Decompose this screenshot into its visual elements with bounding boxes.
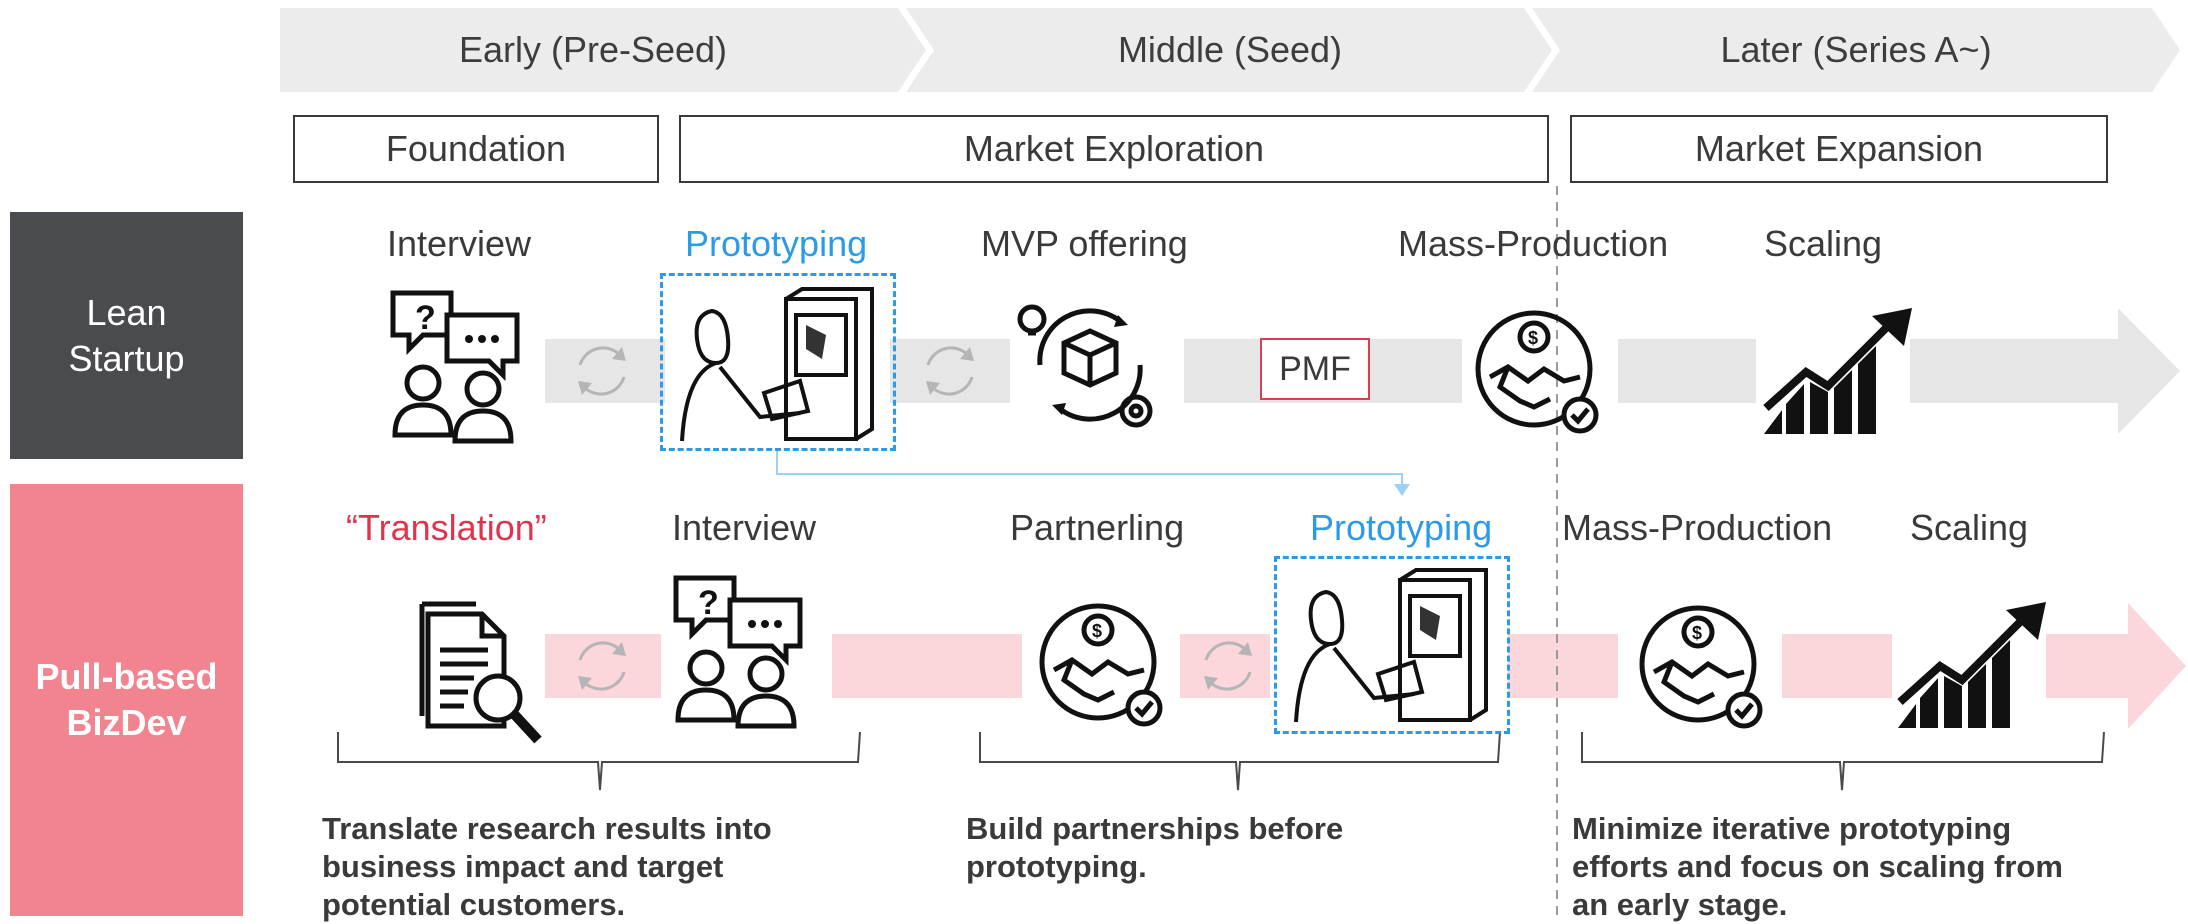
svg-text:?: ?	[698, 584, 719, 622]
stage-chevron-later	[1532, 8, 2180, 92]
summary-later-line: Minimize iterative prototyping	[1572, 811, 2012, 846]
svg-text:?: ?	[415, 299, 436, 337]
cycle-icon	[578, 346, 626, 396]
row-label-lean-line2: Startup	[68, 337, 185, 379]
cycle-icon	[578, 641, 626, 691]
pull-band-segment	[1508, 634, 1618, 698]
pull-band-segment	[832, 634, 1022, 698]
pull-step-partnering: Partnerling	[1010, 507, 1185, 548]
lean-step-mvp: MVP offering	[981, 223, 1188, 264]
stage-chevrons	[280, 8, 2180, 92]
pull-step-mass-production: Mass-Production	[1562, 507, 1833, 548]
summary-early-line: business impact and target	[322, 849, 724, 884]
scaling-chart-icon	[1763, 308, 1912, 434]
svg-text:$: $	[1528, 328, 1538, 348]
mvp-offering-icon	[1017, 304, 1153, 428]
svg-text:$: $	[1692, 623, 1702, 643]
row-label-pull-line2: BizDev	[66, 702, 187, 743]
lean-band-segment	[890, 339, 1010, 403]
summary-later: Minimize iterative prototyping efforts a…	[1572, 810, 2063, 924]
stage-label-early: Early (Pre-Seed)	[458, 29, 728, 70]
prototyping-shift-connector	[776, 450, 1403, 490]
summary-middle: Build partnerships before prototyping.	[966, 810, 1343, 886]
lean-step-interview: Interview	[387, 223, 532, 264]
pull-band-segment	[1782, 634, 1892, 698]
stage-label-later: Later (Series A~)	[1720, 29, 1992, 70]
handshake-icon: $	[1039, 603, 1163, 727]
pull-band-arrow	[2046, 603, 2186, 729]
pmf-badge: PMF	[1260, 338, 1370, 400]
summary-later-line: an early stage.	[1572, 887, 1788, 922]
summary-early-line: potential customers.	[322, 887, 626, 922]
pull-band-segment	[545, 634, 661, 698]
scaling-chart-icon	[1897, 602, 2046, 728]
prototyping-icon	[1294, 568, 1488, 723]
summary-early: Translate research results into business…	[322, 810, 772, 924]
lean-step-scaling: Scaling	[1764, 223, 1883, 264]
svg-text:$: $	[1092, 621, 1102, 641]
lean-band-segment	[1618, 339, 1756, 403]
handshake-icon: $	[1475, 310, 1599, 434]
summary-early-line: Translate research results into	[322, 811, 772, 846]
interview-icon: ?	[673, 575, 803, 729]
summary-later-line: efforts and focus on scaling from	[1572, 849, 2063, 884]
pull-step-prototyping: Prototyping	[1310, 507, 1493, 548]
brace-later	[1581, 731, 2105, 791]
stage-chevron-early	[280, 8, 926, 92]
lean-step-mass-production: Mass-Production	[1398, 223, 1669, 264]
pmf-label: PMF	[1279, 349, 1351, 388]
pull-step-interview: Interview	[672, 507, 817, 548]
row-label-lean-line1: Lean	[86, 291, 167, 333]
pull-step-translation: “Translation”	[346, 507, 547, 548]
prototyping-icon	[680, 287, 874, 442]
phase-foundation: Foundation	[293, 115, 659, 183]
document-search-icon	[419, 601, 542, 744]
prototyping-shift-arrowhead	[1394, 484, 1410, 496]
lean-step-prototyping: Prototyping	[685, 223, 868, 264]
cycle-icon	[926, 346, 974, 396]
brace-middle	[979, 731, 1501, 791]
brace-early	[337, 731, 861, 791]
phase-market-exploration: Market Exploration	[679, 115, 1549, 183]
row-label-pull-line1: Pull-based	[35, 656, 218, 697]
summary-middle-line: Build partnerships before	[966, 811, 1344, 846]
lean-band-arrow	[1910, 308, 2180, 434]
interview-icon: ?	[390, 290, 520, 444]
cycle-icon	[1204, 641, 1252, 691]
pull-prototyping-highlight	[1274, 556, 1510, 734]
pull-step-scaling: Scaling	[1910, 507, 2029, 548]
lean-prototyping-highlight	[660, 273, 896, 451]
handshake-icon: $	[1639, 605, 1763, 729]
stage-label-middle: Middle (Seed)	[1117, 29, 1343, 70]
summary-middle-line: prototyping.	[966, 849, 1147, 884]
phase-market-expansion: Market Expansion	[1570, 115, 2108, 183]
stage-chevron-middle	[906, 8, 1552, 92]
